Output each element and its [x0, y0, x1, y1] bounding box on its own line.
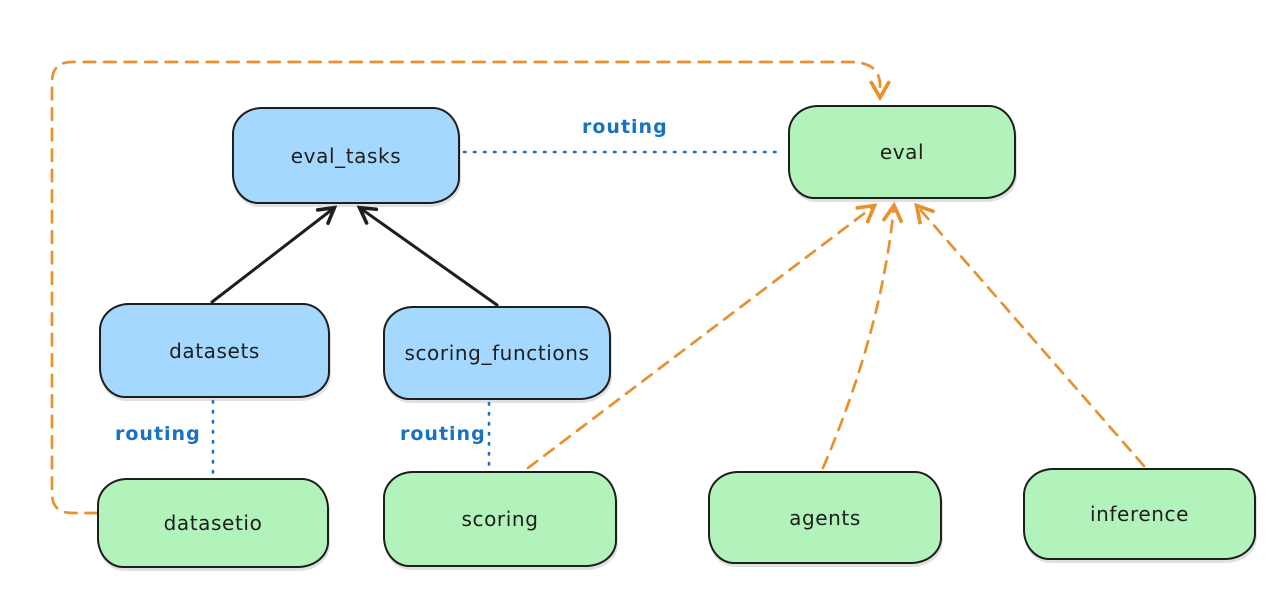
node-eval-label: eval — [879, 140, 925, 164]
node-inference: inference — [1023, 468, 1256, 560]
routing-label-top: routing — [582, 116, 668, 138]
node-scoring-functions-label: scoring_functions — [404, 341, 590, 365]
routing-label-middle: routing — [400, 423, 486, 445]
routing-label-left: routing — [115, 423, 201, 445]
node-agents: agents — [708, 471, 942, 564]
node-datasets: datasets — [99, 303, 330, 398]
node-datasetio: datasetio — [97, 478, 329, 568]
edge-inference-to-eval — [917, 206, 1146, 468]
edge-datasets-to-evaltasks — [210, 208, 334, 304]
node-scoring-functions: scoring_functions — [383, 306, 611, 400]
node-scoring-label: scoring — [461, 507, 539, 531]
edge-scoring-to-eval — [526, 206, 874, 470]
node-inference-label: inference — [1089, 502, 1190, 526]
edge-agents-to-eval — [821, 206, 894, 470]
node-scoring: scoring — [383, 471, 617, 567]
edge-datasetio-to-eval-loop — [50, 60, 880, 515]
node-eval-tasks: eval_tasks — [232, 107, 460, 204]
edge-scoringfunctions-to-evaltasks — [360, 208, 499, 307]
node-datasetio-label: datasetio — [163, 511, 263, 535]
node-eval-tasks-label: eval_tasks — [290, 143, 402, 168]
node-eval: eval — [788, 105, 1016, 199]
node-agents-label: agents — [789, 505, 861, 530]
node-datasets-label: datasets — [169, 338, 260, 363]
